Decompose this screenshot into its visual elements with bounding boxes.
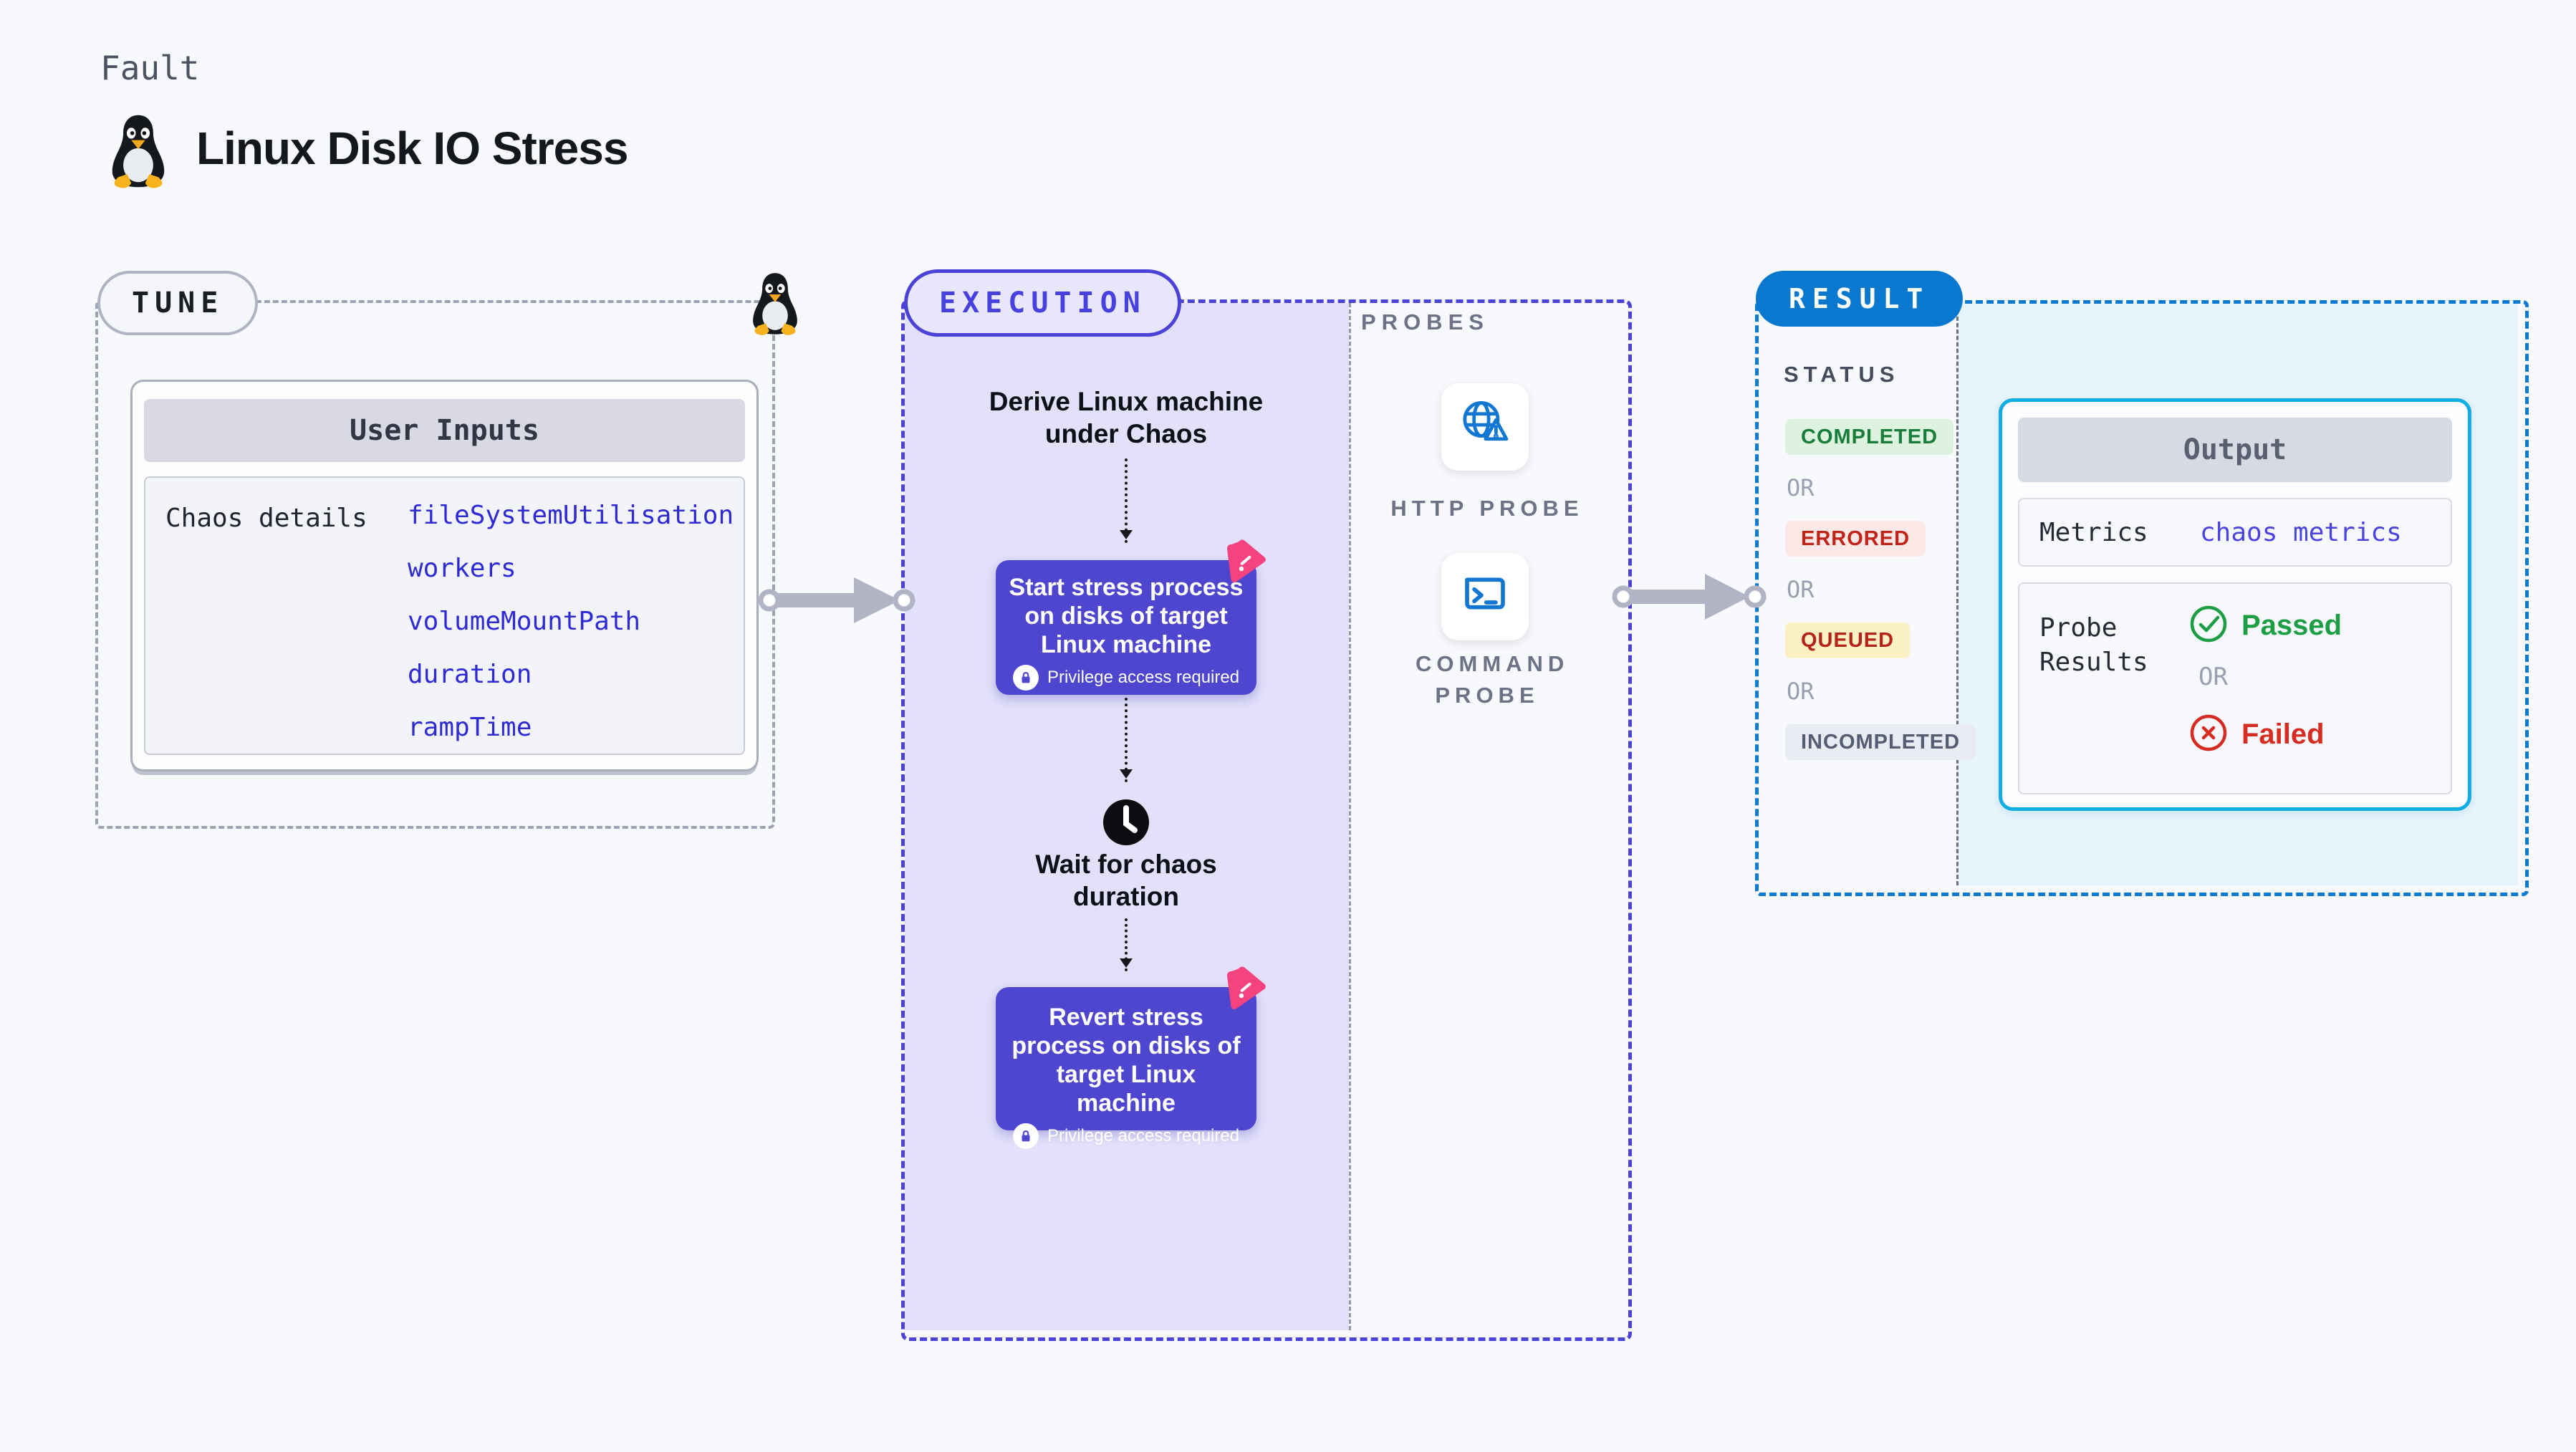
passed-label: Passed [2241,610,2342,641]
tux-penguin-icon [105,113,172,189]
fault-kicker: Fault [100,49,200,87]
status-badge-queued: QUEUED [1785,622,1911,658]
http-probe-card [1441,383,1529,471]
metrics-row: Metrics chaos metrics [2018,498,2452,567]
command-probe-label: COMMAND PROBE [1416,651,1570,708]
status-badge-completed: COMPLETED [1785,419,1954,455]
user-inputs-body: Chaos details fileSystemUtilisation worke… [144,476,745,755]
metrics-value-link: chaos metrics [2200,517,2402,547]
user-inputs-card: User Inputs Chaos details fileSystemUtil… [130,380,759,771]
lock-icon [1012,665,1039,691]
status-list: COMPLETED OR ERRORED OR QUEUED OR INCOMPLETED [1785,419,1976,760]
revert-stress-node: Revert stress process on disks of target… [996,987,1256,1149]
terminal-icon [1456,567,1514,628]
flow-connector-arrow [1120,458,1133,543]
clock-icon [1102,798,1150,847]
chaos-input-duration: duration [408,660,532,689]
globe-alert-icon [1456,396,1514,458]
start-stress-node: Start stress process on disks of target … [996,560,1256,695]
chaos-input-rampTime: rampTime [408,713,532,742]
flow-connector-arrow [1120,918,1133,971]
output-card: Output Metrics chaos metrics Probe Resul… [1999,398,2471,811]
probe-results-label: Probe Results [2039,613,2148,677]
probes-title: PROBES [1361,309,1489,335]
start-stress-label: Start stress process on disks of target … [1009,574,1244,658]
probe-results-row: Probe Results Passed OR F [2018,582,2452,794]
check-circle-icon [2188,604,2229,648]
failed-result: Failed [2188,713,2325,756]
privilege-note: Privilege access required [996,1123,1256,1149]
tune-to-execution-arrow [758,572,915,633]
x-circle-icon [2188,713,2229,756]
user-inputs-header: User Inputs [144,399,745,462]
chaos-details-label: Chaos details [165,504,367,533]
privilege-note: Privilege access required [996,665,1256,691]
execution-to-result-arrow [1612,568,1767,629]
status-title: STATUS [1784,362,1900,387]
or-separator: OR [1787,678,1815,705]
execution-section-box [901,299,1632,1341]
failed-label: Failed [2241,718,2325,750]
status-badge-incompleted: INCOMPLETED [1785,724,1976,760]
derive-step-label: Derive Linux machine under Chaos [989,387,1264,448]
command-probe-card [1441,553,1529,640]
or-separator: OR [1787,474,1815,501]
privilege-note-text: Privilege access required [1047,1126,1240,1145]
result-divider [1956,304,1959,885]
output-header: Output [2018,418,2452,482]
privilege-note-text: Privilege access required [1047,668,1240,687]
tux-penguin-small-icon [748,269,802,338]
tune-badge: TUNE [97,271,259,335]
chaos-input-volumeMountPath: volumeMountPath [408,607,641,636]
litmus-chaos-icon [1222,537,1268,583]
chaos-input-fileSystemUtilisation: fileSystemUtilisation [408,501,734,530]
metrics-label: Metrics [2039,517,2148,547]
litmus-chaos-icon [1222,964,1268,1010]
http-probe-label: HTTP PROBE [1390,496,1584,521]
page-title: Linux Disk IO Stress [196,122,628,174]
tune-section-box [95,300,775,829]
flow-connector-arrow [1120,698,1133,782]
revert-stress-label: Revert stress process on disks of target… [1011,1004,1241,1117]
status-badge-errored: ERRORED [1785,521,1926,557]
wait-step-label: Wait for chaos duration [1035,850,1217,911]
or-separator: OR [1787,576,1815,603]
execution-badge: EXECUTION [904,269,1181,337]
execution-probes-divider [1349,303,1351,1330]
or-separator: OR [2198,663,2228,691]
chaos-input-workers: workers [408,554,516,583]
result-badge: RESULT [1756,271,1964,327]
passed-result: Passed [2188,604,2342,648]
chaos-inputs-list: fileSystemUtilisation workers volumeMountP… [408,501,734,742]
lock-icon [1012,1123,1039,1149]
